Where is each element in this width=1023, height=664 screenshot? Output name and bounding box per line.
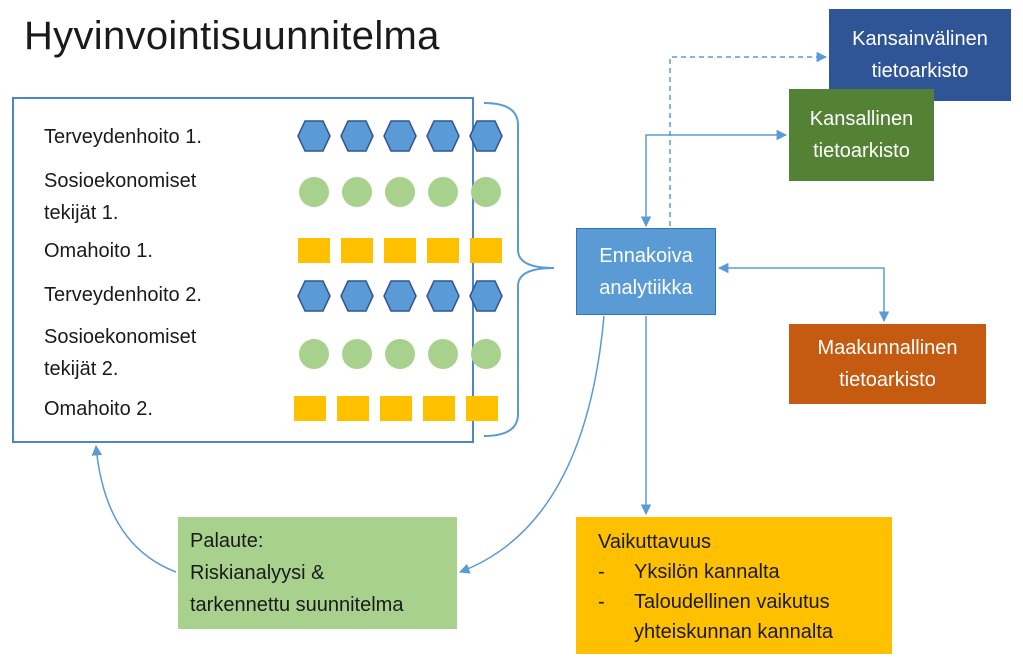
arrow-maakunnallinen [717, 262, 890, 323]
page-title: Hyvinvointisuunnitelma [24, 14, 440, 58]
circle-shape [421, 337, 464, 371]
vaikuttavuus-item-text: Taloudellinen vaikutus yhteiskunnan kann… [634, 591, 834, 643]
shape-row [292, 279, 507, 313]
shape-row [292, 175, 507, 209]
square-shape [292, 233, 335, 267]
row-label: Terveydenhoito 2. [44, 284, 202, 306]
square-shape [331, 391, 374, 425]
hexagon-shape [335, 279, 378, 313]
row-label: Sosioekonomiset tekijät 1. [44, 170, 197, 224]
square-shape [421, 233, 464, 267]
list-dash: - [598, 561, 605, 583]
circle-shape [292, 337, 335, 371]
shape-row [292, 119, 507, 153]
row-label: Terveydenhoito 1. [44, 126, 202, 148]
hexagon-shape [378, 279, 421, 313]
square-shape [335, 233, 378, 267]
row-label: Omahoito 1. [44, 240, 153, 262]
circle-shape [421, 175, 464, 209]
square-shape [378, 233, 421, 267]
square-shape [288, 391, 331, 425]
circle-shape [292, 175, 335, 209]
hexagon-shape [421, 279, 464, 313]
shape-row [288, 391, 503, 425]
hexagon-shape [292, 119, 335, 153]
vaikuttavuus-item: - Taloudellinen vaikutus yhteiskunnan ka… [598, 587, 892, 647]
shape-row [292, 233, 507, 267]
hexagon-shape [464, 279, 507, 313]
circle-shape [464, 175, 507, 209]
hexagon-shape [292, 279, 335, 313]
square-shape [417, 391, 460, 425]
vaikuttavuus-box: Vaikuttavuus - Yksilön kannalta - Taloud… [576, 517, 892, 654]
arrow-feedback-plan [91, 444, 177, 573]
hexagon-shape [464, 119, 507, 153]
maakunnallinen-tietoarkisto-box: Maakunnallinen tietoarkisto [789, 324, 986, 404]
circle-shape [335, 337, 378, 371]
ennakoiva-analytiikka-box: Ennakoiva analytiikka [576, 228, 716, 315]
circle-shape [464, 337, 507, 371]
circle-shape [335, 175, 378, 209]
plan-brace [483, 102, 555, 437]
circle-shape [378, 175, 421, 209]
hexagon-shape [421, 119, 464, 153]
row-label: Sosioekonomiset tekijät 2. [44, 326, 197, 380]
vaikuttavuus-heading: Vaikuttavuus [598, 531, 712, 553]
kansainvalinen-tietoarkisto-box: Kansainvälinen tietoarkisto [829, 9, 1011, 101]
arrow-palaute [459, 315, 605, 574]
kansallinen-tietoarkisto-box: Kansallinen tietoarkisto [789, 89, 934, 181]
row-label: Omahoito 2. [44, 398, 153, 420]
square-shape [460, 391, 503, 425]
hexagon-shape [335, 119, 378, 153]
plan-box: Terveydenhoito 1. Sosioekonomiset tekijä… [12, 97, 503, 443]
vaikuttavuus-item-text: Yksilön kannalta [634, 561, 780, 583]
list-dash: - [598, 591, 605, 613]
hexagon-shape [378, 119, 421, 153]
vaikuttavuus-item: - Yksilön kannalta [598, 557, 892, 587]
shape-row [292, 337, 507, 371]
square-shape [464, 233, 507, 267]
circle-shape [378, 337, 421, 371]
arrow-kansallinen [640, 129, 788, 228]
square-shape [374, 391, 417, 425]
palaute-box: Palaute: Riskianalyysi & tarkennettu suu… [178, 517, 457, 629]
